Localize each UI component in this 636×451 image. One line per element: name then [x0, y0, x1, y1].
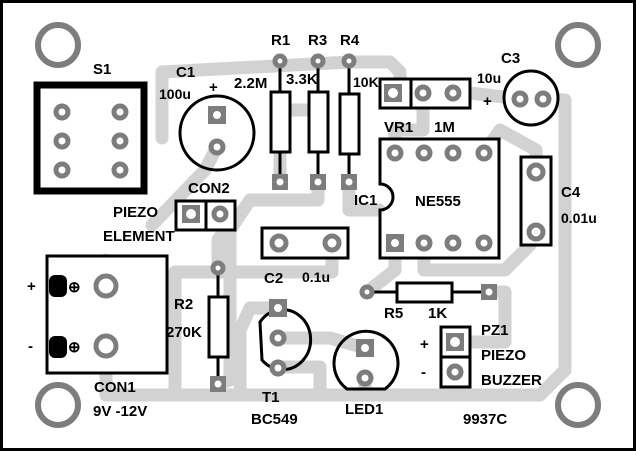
r2-value-label: 270K: [166, 324, 202, 341]
vr1-value-label: 1M: [434, 119, 455, 136]
r5-value-label: 1K: [428, 305, 447, 322]
c4-ref-label: C4: [561, 184, 581, 201]
pz1-desc-line1: PIEZO: [481, 347, 526, 364]
connector-con2: CON2 PIEZO ELEMENT: [103, 180, 237, 245]
c3-ref-label: C3: [501, 50, 520, 67]
transistor-t1: T1 BC549: [251, 299, 313, 428]
resistor-r4: R4 10K: [338, 32, 379, 190]
con2-desc-line1: PIEZO: [113, 204, 158, 221]
con1-terminal-minus-symbol: ⊕: [68, 339, 81, 356]
piezo-buzzer-pz1: + - PZ1 PIEZO BUZZER: [420, 322, 542, 389]
c3-polarity-label: +: [483, 93, 492, 110]
potentiometer-vr1: VR1 1M: [378, 77, 472, 136]
pz1-desc-line2: BUZZER: [481, 372, 542, 389]
c3-value-label: 10u: [477, 70, 501, 86]
c2-ref-label: C2: [264, 270, 283, 287]
resistor-r3: R3 3.3K: [286, 32, 330, 190]
t1-ref-label: T1: [262, 389, 280, 406]
con1-terminal-plus-symbol: ⊕: [68, 279, 81, 296]
t1-value-label: BC549: [251, 411, 298, 428]
board-id-label: 9937C: [463, 411, 507, 428]
ic1-value-label: NE555: [415, 193, 461, 210]
resistor-r5: R5 1K: [359, 281, 497, 322]
switch-s1: S1: [33, 61, 148, 195]
con1-ref-label: CON1: [94, 379, 136, 396]
r1-value-label: 2.2M: [234, 75, 267, 92]
r3-ref-label: R3: [308, 32, 327, 49]
r3-value-label: 3.3K: [286, 71, 318, 88]
pz1-plus-label: +: [420, 336, 429, 353]
r2-ref-label: R2: [174, 296, 193, 313]
pz1-ref-label: PZ1: [481, 322, 509, 339]
mounting-hole: [35, 22, 81, 68]
ic1-ref-label: IC1: [354, 192, 377, 209]
s1-ref-label: S1: [93, 61, 111, 78]
con1-minus-label: -: [28, 338, 33, 355]
resistor-r1: R1 2.2M: [234, 32, 292, 190]
resistor-r2: R2 270K: [166, 260, 230, 392]
capacitor-c4: C4 0.01u: [519, 155, 597, 247]
capacitor-c1: + C1 100u: [159, 64, 256, 172]
con1-plus-label: +: [27, 278, 36, 295]
capacitor-c3: + C3 10u: [477, 50, 560, 127]
led1: LED1: [332, 329, 400, 418]
led1-ref-label: LED1: [345, 401, 383, 418]
r1-ref-label: R1: [271, 32, 290, 49]
con1-value-label: 9V -12V: [93, 403, 147, 420]
capacitor-c2: C2 0.1u: [260, 226, 350, 287]
vr1-ref-label: VR1: [384, 119, 413, 136]
ic1-ne555: IC1 NE555: [354, 137, 501, 260]
c1-polarity-label: +: [209, 79, 218, 96]
mounting-hole: [555, 382, 601, 428]
r4-ref-label: R4: [340, 32, 360, 49]
connector-con1: ⊕ ⊕ + - CON1 9V -12V: [27, 254, 169, 420]
r4-value-label: 10K: [353, 74, 379, 90]
pz1-minus-label: -: [421, 364, 426, 381]
c1-ref-label: C1: [176, 64, 195, 81]
con2-desc-line2: ELEMENT: [103, 228, 175, 245]
c1-value-label: 100u: [159, 86, 191, 102]
con2-ref-label: CON2: [188, 180, 230, 197]
c2-value-label: 0.1u: [302, 269, 330, 285]
c4-value-label: 0.01u: [561, 210, 597, 226]
r5-ref-label: R5: [384, 305, 403, 322]
mounting-hole: [555, 22, 601, 68]
mounting-hole: [35, 382, 81, 428]
